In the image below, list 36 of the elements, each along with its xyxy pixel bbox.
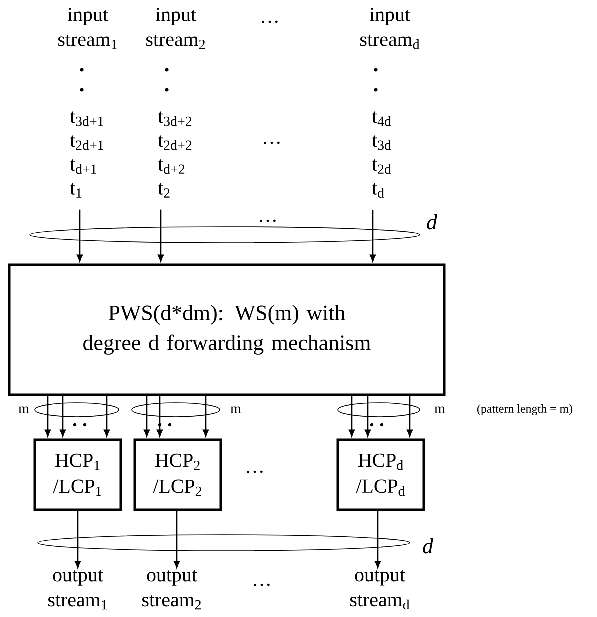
- process-box: HCP$_{2}$ /LCP$_{2}$: [134, 438, 222, 512]
- arrow: [157, 396, 163, 437]
- arrow: [60, 396, 66, 437]
- label: m: [434, 406, 446, 414]
- stream-column: input stream$_{d}$ t$_{4d}$ t$_{3d}$ t$_{2d}$ t$_{d}$: [360, 8, 420, 198]
- arrow: [349, 396, 355, 437]
- ellipsis: …: [262, 20, 278, 24]
- process-box: HCP$_{1}$ /LCP$_{1}$: [34, 438, 122, 512]
- ellipsis: …: [260, 220, 276, 222]
- label: m: [230, 406, 242, 414]
- stream-label: output stream$_{2}$: [142, 570, 202, 610]
- process-box: PWS(d*dm): WS(m) with degree d forwarding mechanism: [8, 264, 446, 396]
- stream-column: input stream$_{2}$ t$_{3d+2}$ t$_{2d+2}$ t$_{d+2}$ t$_{2}$: [146, 8, 206, 198]
- arrow: [365, 396, 371, 437]
- arrow: [144, 396, 150, 437]
- label: d: [427, 214, 438, 230]
- arrow: [174, 511, 180, 568]
- stream-column: input stream$_{1}$ t$_{3d+1}$ t$_{2d+1}$ t$_{d+1}$ t$_{1}$: [58, 8, 117, 198]
- arrow: [375, 511, 381, 568]
- ellipsis: …: [254, 584, 270, 586]
- arrow: [104, 396, 110, 437]
- stream-label: output stream$_{d}$: [350, 570, 410, 610]
- label: d: [423, 538, 434, 554]
- arrow: [77, 210, 83, 262]
- arrow: [45, 396, 51, 437]
- arrow: [203, 396, 209, 437]
- label: m: [18, 406, 30, 414]
- arrow: [407, 396, 413, 437]
- process-box: HCP$_{d}$ /LCP$_{d}$: [336, 438, 426, 512]
- arrow: [370, 210, 376, 262]
- ellipsis: …: [264, 142, 280, 144]
- arrow: [75, 511, 81, 568]
- ellipsis: …: [247, 470, 263, 474]
- arrow: [158, 210, 164, 262]
- stream-label: output stream$_{1}$: [48, 570, 107, 610]
- label: (pattern length = m): [478, 404, 572, 416]
